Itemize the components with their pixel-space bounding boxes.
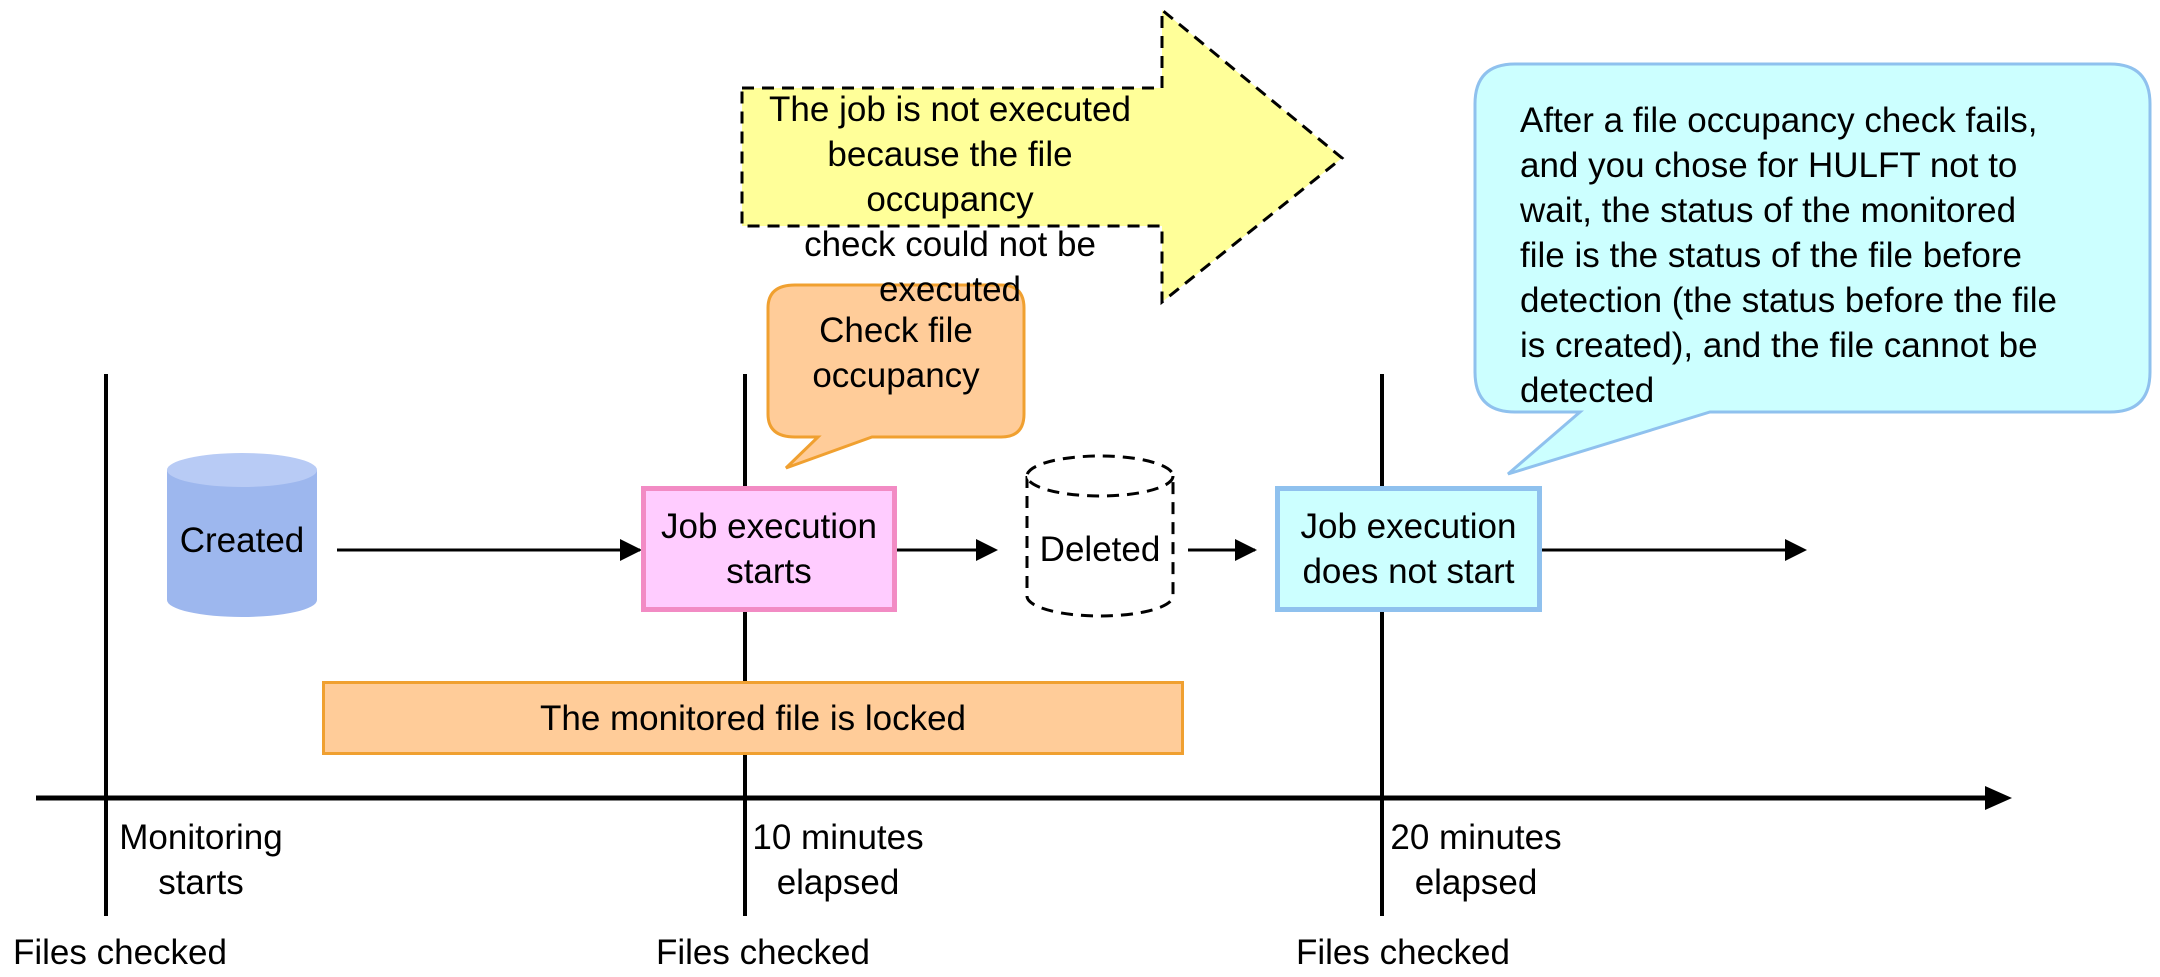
database-cylinder-icon: [167, 453, 317, 617]
flow-arrowhead-2: [976, 539, 998, 561]
files-checked-label-1: Files checked: [656, 933, 870, 972]
not-executed-text: The job is not executed because the file…: [769, 90, 1131, 309]
job-execution-starts-box: Job execution starts: [641, 486, 897, 612]
job-execution-not-start-box: Job execution does not start: [1275, 486, 1542, 612]
check-occupancy-callout-shape: [766, 283, 1026, 470]
not-executed-arrow-shape: [740, 6, 1345, 306]
check-occupancy-text: Check file occupancy: [812, 311, 980, 395]
job-execution-not-start-label: Job execution does not start: [1300, 507, 1517, 591]
explanation-callout-shape: [1473, 62, 2152, 476]
time-axis-arrowhead: [1985, 786, 2012, 810]
job-execution-starts-label: Job execution starts: [661, 507, 877, 591]
dashed-database-cylinder-icon: [1025, 454, 1175, 618]
file-locked-bar: The monitored file is locked: [322, 681, 1184, 755]
file-locked-label: The monitored file is locked: [539, 698, 967, 738]
marker-label-monitoring-starts: Monitoring starts: [119, 818, 283, 902]
flow-arrowhead-3: [1235, 539, 1257, 561]
files-checked-label-0: Files checked: [13, 933, 227, 972]
flow-arrowhead-4: [1785, 539, 1807, 561]
created-label: Created: [179, 521, 305, 560]
files-checked-label-2: Files checked: [1296, 933, 1510, 972]
marker-label-10-minutes: 10 minutes elapsed: [752, 818, 924, 902]
flow-arrowhead-1: [620, 539, 642, 561]
marker-label-20-minutes: 20 minutes elapsed: [1390, 818, 1562, 902]
deleted-label: Deleted: [1039, 530, 1161, 569]
explanation-text: After a file occupancy check fails, and …: [1520, 101, 2057, 410]
